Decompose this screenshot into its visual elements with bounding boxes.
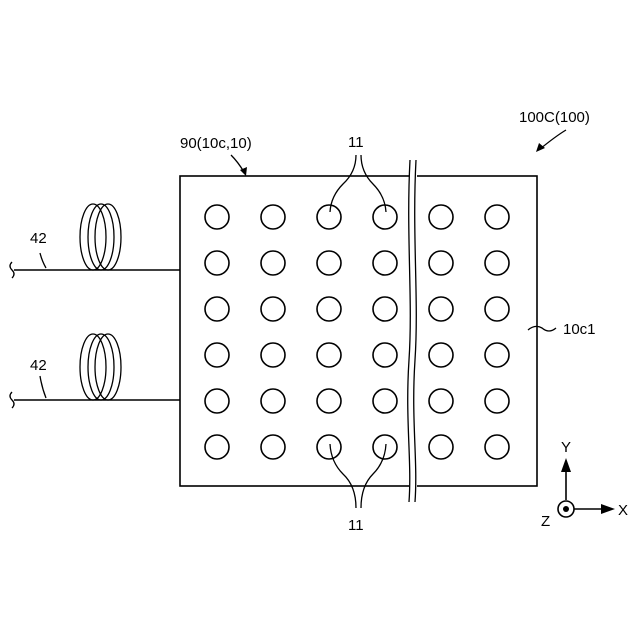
hole-r1-c1 — [205, 205, 229, 229]
hole-r5-c1 — [205, 389, 229, 413]
hole-r2-c6 — [485, 251, 509, 275]
hole-r5-c2 — [261, 389, 285, 413]
fiber-upper-label: 42 — [30, 230, 47, 247]
hole-r2-c4 — [373, 251, 397, 275]
hole-r4-c4 — [373, 343, 397, 367]
hole-r6-c4 — [373, 435, 397, 459]
hole-r2-c1 — [205, 251, 229, 275]
hole-r4-c5 — [429, 343, 453, 367]
hole-r3-c2 — [261, 297, 285, 321]
plate-body — [180, 176, 537, 486]
hole-r6-c5 — [429, 435, 453, 459]
y-axis-arrowhead — [561, 458, 571, 472]
hole-r4-c3 — [317, 343, 341, 367]
hole-r1-c4 — [373, 205, 397, 229]
surface-leader — [528, 326, 556, 331]
hole-r2-c5 — [429, 251, 453, 275]
hole-r5-c6 — [485, 389, 509, 413]
hole-r3-c4 — [373, 297, 397, 321]
z-axis-label: Z — [541, 513, 550, 530]
hole-r6-c1 — [205, 435, 229, 459]
hole-r1-c6 — [485, 205, 509, 229]
hole-r3-c3 — [317, 297, 341, 321]
hole-r6-c2 — [261, 435, 285, 459]
holes-top-leaders — [330, 155, 386, 212]
x-axis-label: X — [618, 502, 628, 519]
fiber-lower-coil-1 — [80, 334, 106, 400]
fiber-lower-label: 42 — [30, 357, 47, 374]
hole-r5-c5 — [429, 389, 453, 413]
hole-r5-c4 — [373, 389, 397, 413]
hole-grid — [205, 205, 509, 459]
fiber-lower-coil-3 — [95, 334, 121, 400]
break-mark — [408, 160, 417, 502]
hole-r1-c3 — [317, 205, 341, 229]
hole-r4-c2 — [261, 343, 285, 367]
surface-label: 10c1 — [563, 321, 596, 338]
holes-top-label: 11 — [348, 134, 364, 151]
fiber-upper-coil-3 — [95, 204, 121, 270]
holes-bottom-label: 11 — [348, 517, 364, 534]
hole-r2-c3 — [317, 251, 341, 275]
plate-arrow — [231, 155, 247, 176]
assembly-arrow — [536, 130, 566, 152]
hole-r4-c1 — [205, 343, 229, 367]
hole-r3-c5 — [429, 297, 453, 321]
z-axis-dot — [563, 506, 569, 512]
x-axis-arrowhead — [601, 504, 615, 514]
hole-r2-c2 — [261, 251, 285, 275]
hole-r1-c5 — [429, 205, 453, 229]
assembly-label: 100C(100) — [519, 109, 590, 126]
hole-r4-c6 — [485, 343, 509, 367]
hole-r6-c6 — [485, 435, 509, 459]
hole-r6-c3 — [317, 435, 341, 459]
y-axis-label: Y — [561, 439, 571, 456]
axis-indicator — [558, 458, 615, 517]
fiber-upper-coil-2 — [88, 204, 114, 270]
plate-label: 90(10c,10) — [180, 135, 252, 152]
fiber-lower-coil-2 — [88, 334, 114, 400]
hole-r3-c6 — [485, 297, 509, 321]
hole-r5-c3 — [317, 389, 341, 413]
fiber-upper-coil-1 — [80, 204, 106, 270]
hole-r1-c2 — [261, 205, 285, 229]
hole-r3-c1 — [205, 297, 229, 321]
